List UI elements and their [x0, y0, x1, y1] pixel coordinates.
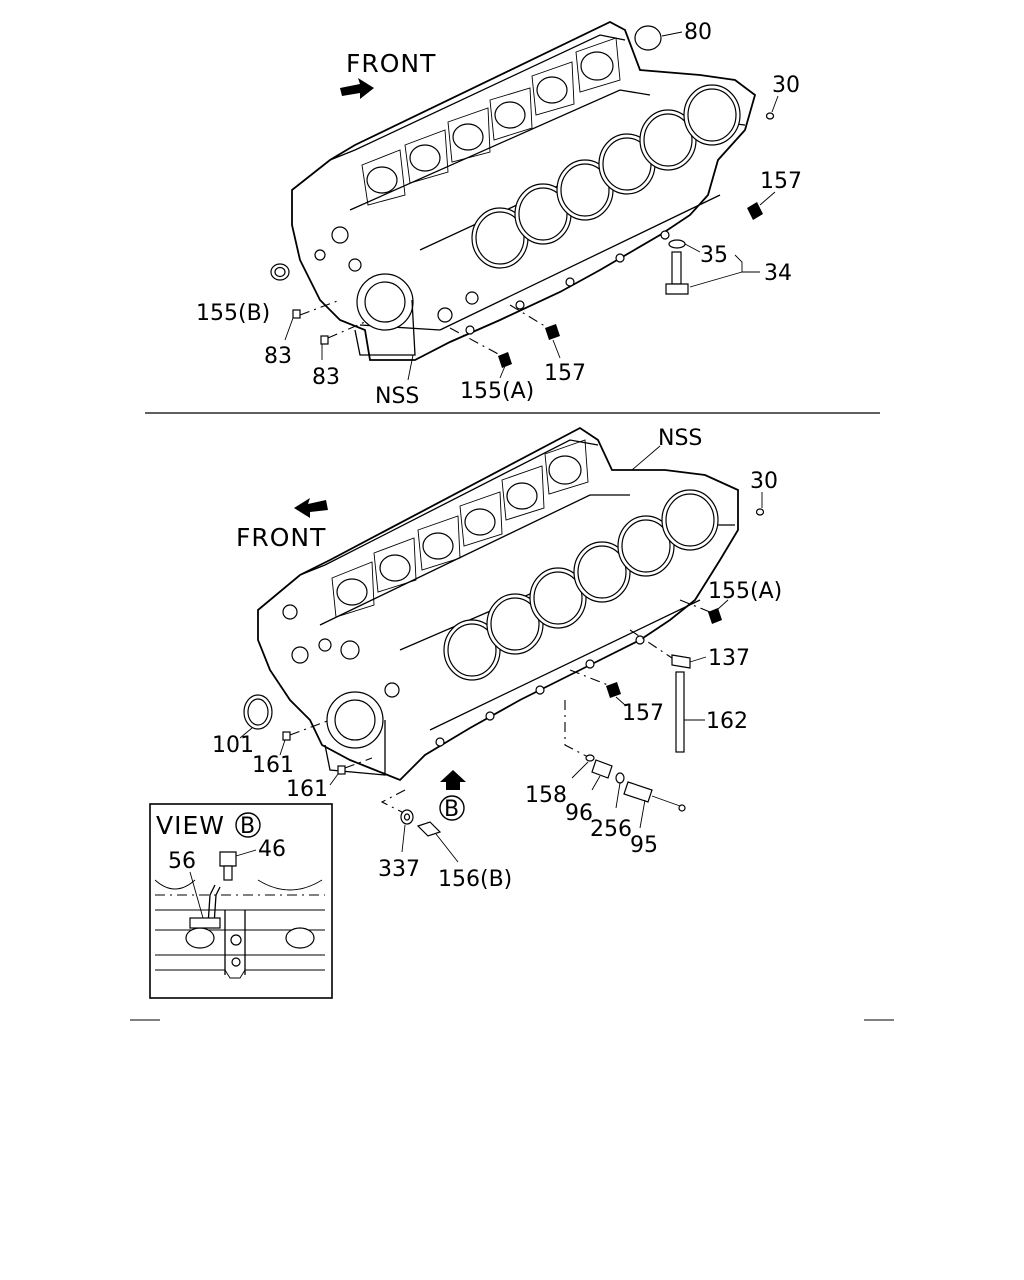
bottom-front-end — [282, 604, 400, 776]
top-front-end — [314, 226, 479, 356]
top-front-arrow: FRONT — [340, 49, 436, 99]
callout-b-marker: B — [444, 797, 459, 822]
view-b-title-marker — [235, 812, 261, 838]
callout-35: 35 — [700, 243, 728, 268]
callout-157-bottom: 157 — [544, 361, 586, 386]
callout-nss-bottom: NSS — [658, 426, 702, 451]
top-lifter-bores — [361, 37, 621, 206]
view-b-arrow — [440, 770, 466, 790]
bottom-cylinder-bores — [443, 489, 719, 681]
bottom-engine-block — [257, 426, 739, 782]
plug-155a-top — [498, 352, 512, 368]
bottom-lifter-bores — [331, 439, 589, 618]
callout-137: 137 — [708, 646, 750, 671]
pin-83-a — [292, 309, 301, 319]
view-b-frame — [149, 803, 333, 999]
callout-34: 34 — [764, 261, 792, 286]
callout-56: 56 — [168, 849, 196, 874]
top-engine-block — [291, 20, 757, 361]
bolt-34 — [671, 251, 682, 285]
plug-80 — [634, 25, 662, 51]
fitting-96 — [591, 759, 613, 779]
view-b-title: VIEW — [156, 811, 225, 840]
pin-161-b — [337, 765, 346, 775]
callout-156b: 156(B) — [438, 867, 512, 892]
pin-83-b — [320, 335, 329, 345]
callout-101: 101 — [212, 733, 254, 758]
top-cylinder-bores — [471, 84, 741, 269]
pin-161-a — [282, 731, 291, 741]
top-front-label: FRONT — [346, 49, 436, 78]
callout-46: 46 — [258, 837, 286, 862]
plug-156b — [416, 821, 442, 837]
callout-83-b: 83 — [312, 365, 340, 390]
bottom-callouts: NSS 30 155(A) 137 162 157 101 161 — [212, 426, 782, 892]
callout-158: 158 — [525, 783, 567, 808]
bottom-front-arrow: FRONT — [236, 498, 328, 552]
callout-157-right: 157 — [760, 169, 802, 194]
tube-162 — [675, 671, 685, 753]
callout-161-a: 161 — [252, 753, 294, 778]
pin-30 — [765, 112, 775, 120]
callout-83-a: 83 — [264, 344, 292, 369]
callout-30: 30 — [772, 73, 800, 98]
view-b-letter: B — [240, 814, 255, 839]
callout-337: 337 — [378, 857, 420, 882]
top-callouts: 80 30 157 35 34 155(B) 83 83 NSS — [196, 20, 802, 409]
callout-30-bottom: 30 — [750, 469, 778, 494]
callout-256: 256 — [590, 817, 632, 842]
view-b-inset: VIEW B 56 46 — [149, 803, 333, 999]
pin-30-bottom — [755, 508, 765, 516]
washer-35 — [668, 239, 686, 249]
washer-256 — [615, 772, 625, 784]
clip-56 — [189, 917, 221, 929]
plug-157-bottom — [545, 324, 560, 340]
top-rail-holes — [465, 230, 670, 335]
pipe-56 — [207, 884, 216, 926]
sensor-95 — [623, 781, 653, 803]
callout-155b-top: 155(B) — [196, 301, 270, 326]
bolt-46 — [219, 851, 237, 867]
seal-158 — [585, 754, 595, 762]
view-b-marker — [439, 795, 465, 821]
connector-137 — [671, 654, 691, 669]
callout-95: 95 — [630, 833, 658, 858]
callout-nss-top: NSS — [375, 384, 419, 409]
plug-155a-bottom — [708, 608, 722, 624]
plug-157-lower — [606, 682, 621, 698]
callout-155a-bottom: 155(A) — [708, 579, 782, 604]
callout-155a-top: 155(A) — [460, 379, 534, 404]
callout-161-b: 161 — [286, 777, 328, 802]
plug-157-right — [747, 202, 763, 220]
bottom-rail-holes — [435, 635, 645, 747]
callout-157-lower: 157 — [622, 701, 664, 726]
callout-96: 96 — [565, 801, 593, 826]
callout-80: 80 — [684, 20, 712, 45]
bottom-front-label: FRONT — [236, 523, 326, 552]
callout-162: 162 — [706, 709, 748, 734]
